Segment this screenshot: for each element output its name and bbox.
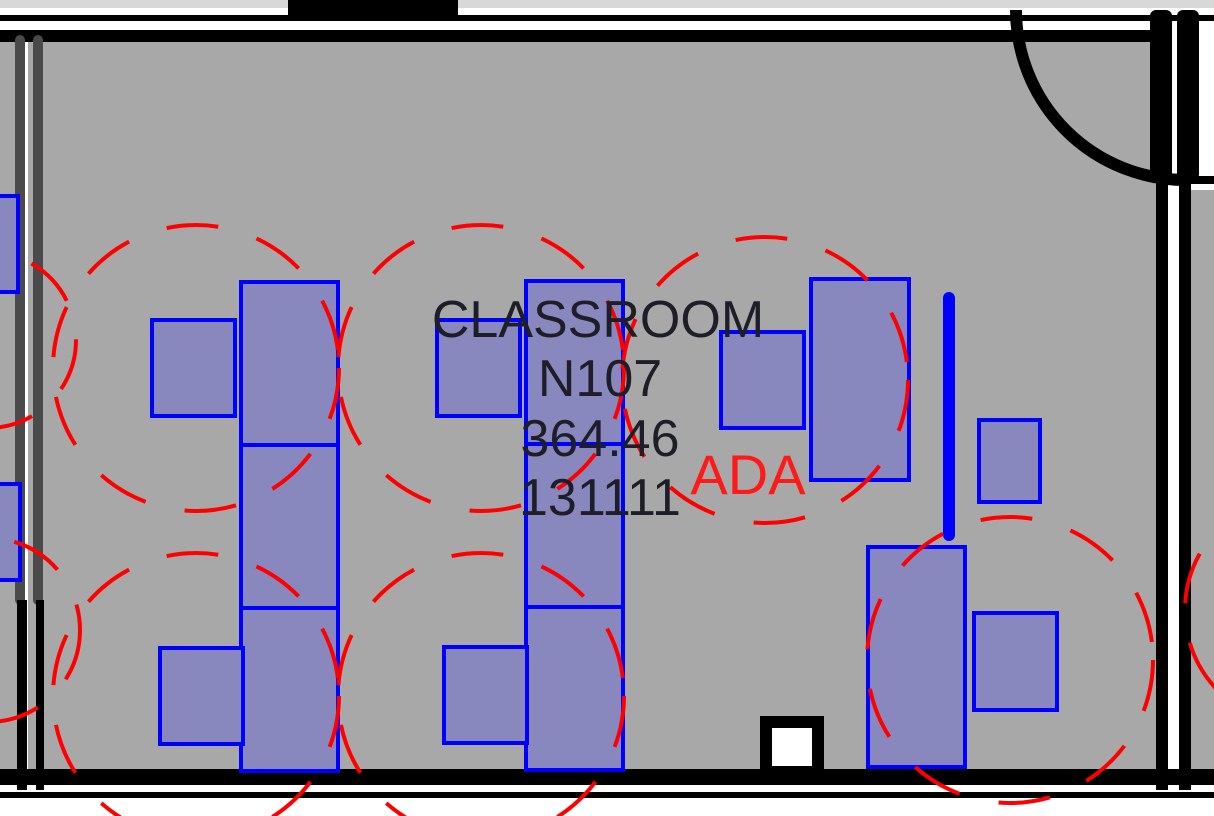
table-3b bbox=[866, 545, 967, 769]
room-code-label: 131111 bbox=[519, 469, 681, 527]
adjacent-room-right bbox=[1190, 190, 1214, 775]
chair-3a bbox=[719, 330, 806, 430]
clearance-circle-3a bbox=[620, 235, 910, 525]
chair-3b bbox=[972, 611, 1059, 712]
door-jamb-left bbox=[1150, 10, 1172, 180]
room-area-label: 364.46 bbox=[520, 410, 679, 468]
top-edge-right bbox=[455, 0, 1214, 8]
room-name-label: CLASSROOM bbox=[432, 291, 764, 349]
clearance-circle-1b bbox=[51, 551, 341, 816]
chair-3c bbox=[977, 418, 1042, 504]
ada-label: ADA bbox=[690, 443, 806, 506]
door-jamb-right bbox=[1177, 10, 1199, 180]
table-1c bbox=[239, 606, 340, 773]
top-wall-opening bbox=[288, 0, 458, 16]
clearance-circle-3b bbox=[865, 515, 1155, 805]
room-number-label: N107 bbox=[538, 350, 662, 408]
chair-left-edge-top bbox=[0, 194, 20, 294]
chair-1b bbox=[158, 646, 245, 746]
table-3a bbox=[809, 277, 911, 482]
table-2b bbox=[524, 442, 625, 609]
chair-2b bbox=[442, 645, 529, 745]
clearance-circle-left-bottom bbox=[0, 536, 82, 724]
column bbox=[760, 716, 824, 778]
clearance-circle-1a bbox=[51, 223, 341, 513]
clearance-circle-2b bbox=[336, 551, 626, 816]
chair-2a bbox=[435, 318, 522, 418]
table-1a bbox=[239, 280, 340, 447]
table-2a bbox=[524, 279, 625, 446]
door-swing-arc bbox=[1010, 9, 1187, 186]
table-1b bbox=[239, 443, 340, 610]
chair-1a bbox=[150, 318, 237, 418]
chair-left-edge-bottom bbox=[0, 482, 22, 582]
top-edge-left bbox=[0, 0, 290, 8]
clearance-circle-left-top bbox=[0, 250, 78, 430]
table-2c bbox=[524, 605, 625, 772]
